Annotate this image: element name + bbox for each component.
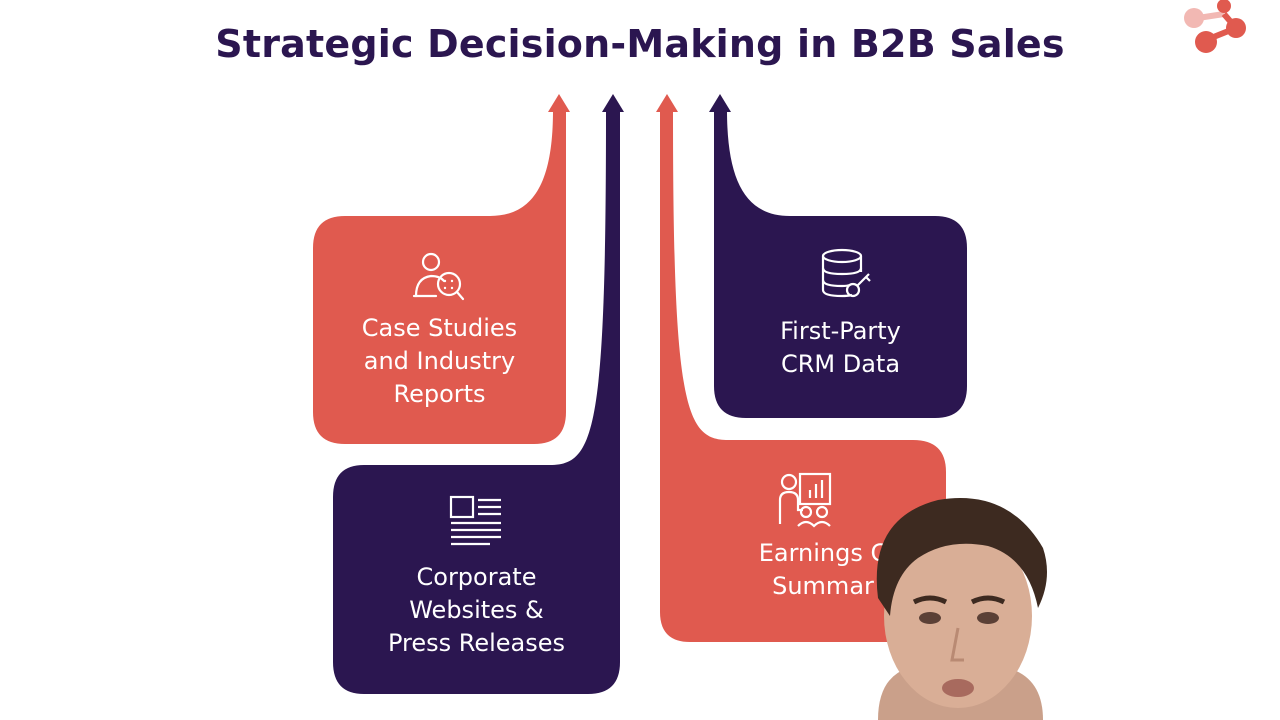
person-magnifier-icon <box>412 252 465 301</box>
database-key-icon <box>821 248 871 298</box>
arrow-head-purple-right <box>709 94 731 112</box>
document-icon <box>449 495 501 546</box>
card-label-first-party-crm: First-Party CRM Data <box>780 317 901 378</box>
card-label-corporate-websites: Corporate Websites & Press Releases <box>387 563 566 657</box>
connected-dots-logo-icon <box>1184 0 1246 53</box>
card-first-party-crm <box>714 110 967 418</box>
presentation-board-icon <box>778 472 832 528</box>
card-earnings <box>660 110 946 642</box>
presenter-avatar <box>876 498 1047 720</box>
arrow-head-purple-left <box>602 94 624 112</box>
arrow-head-coral-left <box>548 94 570 112</box>
arrow-head-coral-right <box>656 94 678 112</box>
card-label-case-studies: Case Studies and Industry Reports <box>361 314 518 408</box>
card-corporate-websites <box>333 110 620 694</box>
page-title: Strategic Decision-Making in B2B Sales <box>215 22 1065 66</box>
